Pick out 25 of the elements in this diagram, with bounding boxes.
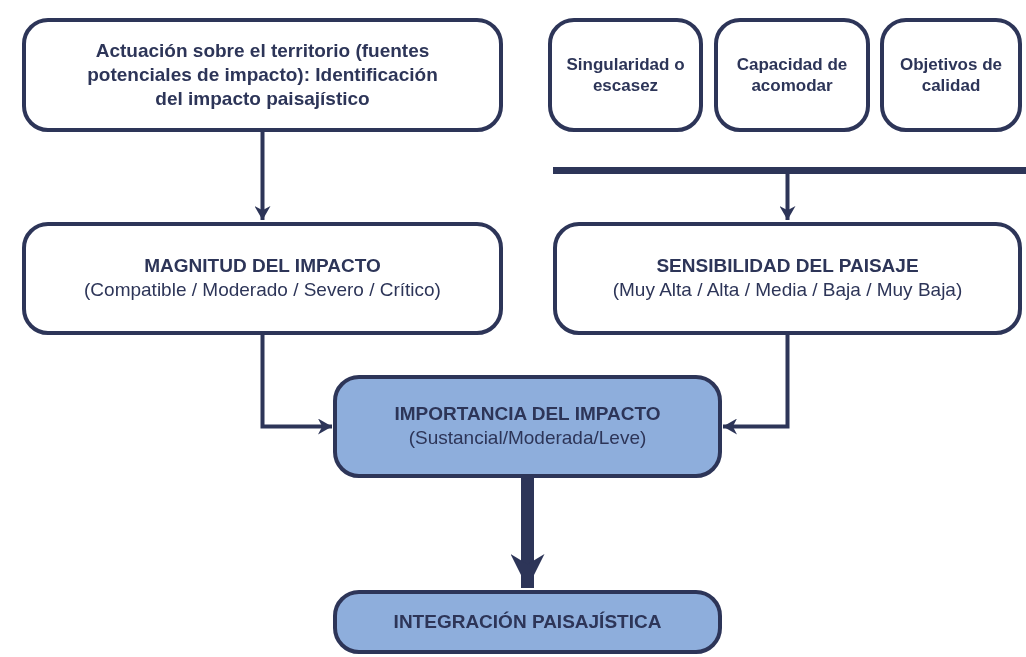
box-title: MAGNITUD DEL IMPACTO bbox=[144, 254, 381, 279]
box-title: IMPORTANCIA DEL IMPACTO bbox=[394, 402, 661, 427]
box-title: SENSIBILIDAD DEL PAISAJE bbox=[656, 254, 919, 279]
box-subtitle: (Compatible / Moderado / Severo / Crítico) bbox=[84, 278, 441, 303]
arrow bbox=[723, 335, 790, 435]
process-box bbox=[22, 222, 503, 335]
arrow bbox=[510, 478, 545, 588]
process-box bbox=[333, 590, 722, 654]
arrow bbox=[260, 335, 332, 435]
arrow bbox=[254, 132, 271, 220]
box-subtitle: (Muy Alta / Alta / Media / Baja / Muy Baja) bbox=[612, 278, 963, 303]
process-box bbox=[548, 18, 703, 132]
box-title: Singularidad o escasez bbox=[565, 53, 686, 97]
process-box bbox=[333, 375, 722, 478]
box-subtitle: (Sustancial/Moderada/Leve) bbox=[408, 426, 647, 451]
horizontal-bar bbox=[553, 167, 1026, 174]
process-box bbox=[22, 18, 503, 132]
process-box bbox=[553, 222, 1022, 335]
process-box bbox=[714, 18, 870, 132]
box-title: Capacidad de acomodar bbox=[735, 53, 849, 97]
box-title: Actuación sobre el territorio (fuentes potenciales de impacto): Identificación del impacto paisajístico bbox=[86, 39, 439, 111]
process-box bbox=[880, 18, 1022, 132]
box-title: Objetivos de calidad bbox=[899, 53, 1003, 97]
arrow bbox=[779, 174, 796, 220]
box-title: INTEGRACIÓN PAISAJÍSTICA bbox=[393, 610, 662, 634]
